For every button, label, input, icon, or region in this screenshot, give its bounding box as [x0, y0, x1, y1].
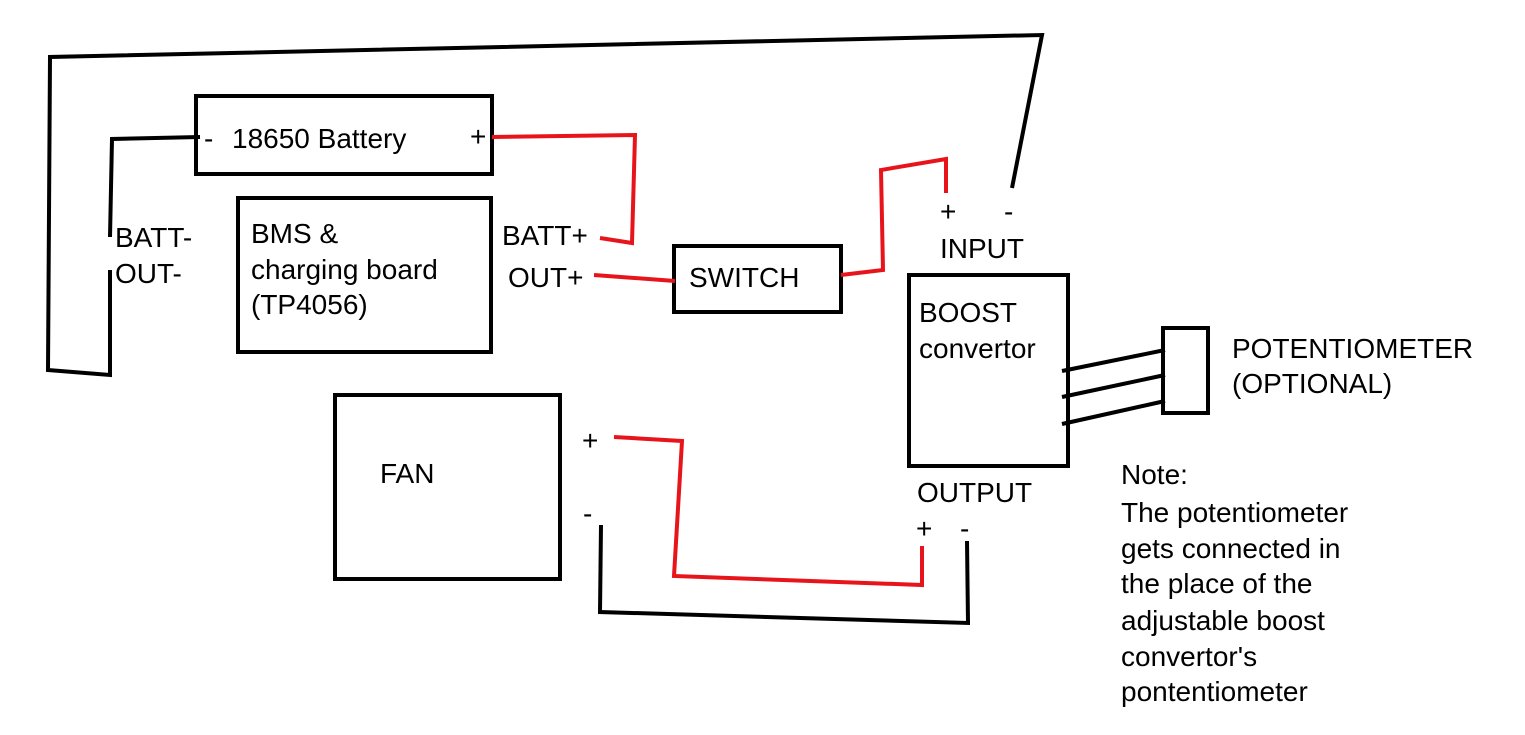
battery-positive-label: + [470, 121, 486, 152]
wire-pot-pin-1 [1061, 348, 1166, 373]
bms-batt-positive-label: BATT+ [502, 220, 588, 251]
wire-switch-to-boost-input [840, 156, 948, 277]
boost-title-line2: convertor [919, 333, 1036, 364]
note-line-6: convertor's [1121, 641, 1257, 672]
wire-pot-pin-3 [1061, 399, 1166, 426]
potentiometer-label-line1: POTENTIOMETER [1232, 333, 1473, 364]
boost-output-positive-label: + [916, 513, 932, 544]
bms-title-line1: BMS & [251, 218, 338, 249]
bms-title-line3: (TP4056) [251, 289, 368, 320]
fan-label: FAN [380, 458, 434, 489]
battery-negative-label: - [204, 123, 213, 154]
note-line-7: pontentiometer [1121, 676, 1308, 707]
switch-label: SWITCH [689, 262, 799, 293]
note-line-2: The potentiometer [1121, 497, 1348, 528]
potentiometer-block [1161, 326, 1210, 415]
boost-title-line1: BOOST [919, 297, 1017, 328]
boost-input-negative-label: - [1004, 196, 1013, 227]
fan-negative-label: - [583, 498, 592, 529]
wire-out-positive-to-switch [593, 273, 676, 283]
boost-output-label: OUTPUT [917, 477, 1032, 508]
note-line-1: Note: [1121, 459, 1188, 490]
boost-output-negative-label: - [960, 513, 969, 544]
wire-battery-positive [491, 132, 638, 246]
note-text: Note: The potentiometer gets connected i… [1121, 459, 1348, 707]
boost-input-positive-label: + [940, 196, 956, 227]
battery-name-label: 18650 Battery [232, 123, 406, 154]
bms-batt-negative-label: BATT- [115, 222, 192, 253]
wire-out-negative-to-boost-input [45, 32, 1045, 378]
note-line-3: gets connected in [1121, 533, 1341, 564]
bms-out-positive-label: OUT+ [508, 262, 583, 293]
wire-boost-output-to-fan-positive [613, 435, 924, 588]
note-line-4: the place of the [1121, 568, 1312, 599]
bms-block [236, 196, 493, 354]
bms-out-negative-label: OUT- [115, 258, 182, 289]
boost-input-label: INPUT [940, 233, 1024, 264]
bms-title-line2: charging board [251, 254, 438, 285]
wire-fan-negative-to-boost-output [597, 524, 971, 626]
potentiometer-label-line2: (OPTIONAL) [1232, 368, 1392, 399]
wire-pot-pin-2 [1061, 373, 1166, 399]
note-line-5: adjustable boost [1121, 605, 1325, 636]
wire-battery-negative [108, 135, 201, 238]
fan-block [333, 393, 562, 581]
fan-positive-label: + [582, 425, 598, 456]
